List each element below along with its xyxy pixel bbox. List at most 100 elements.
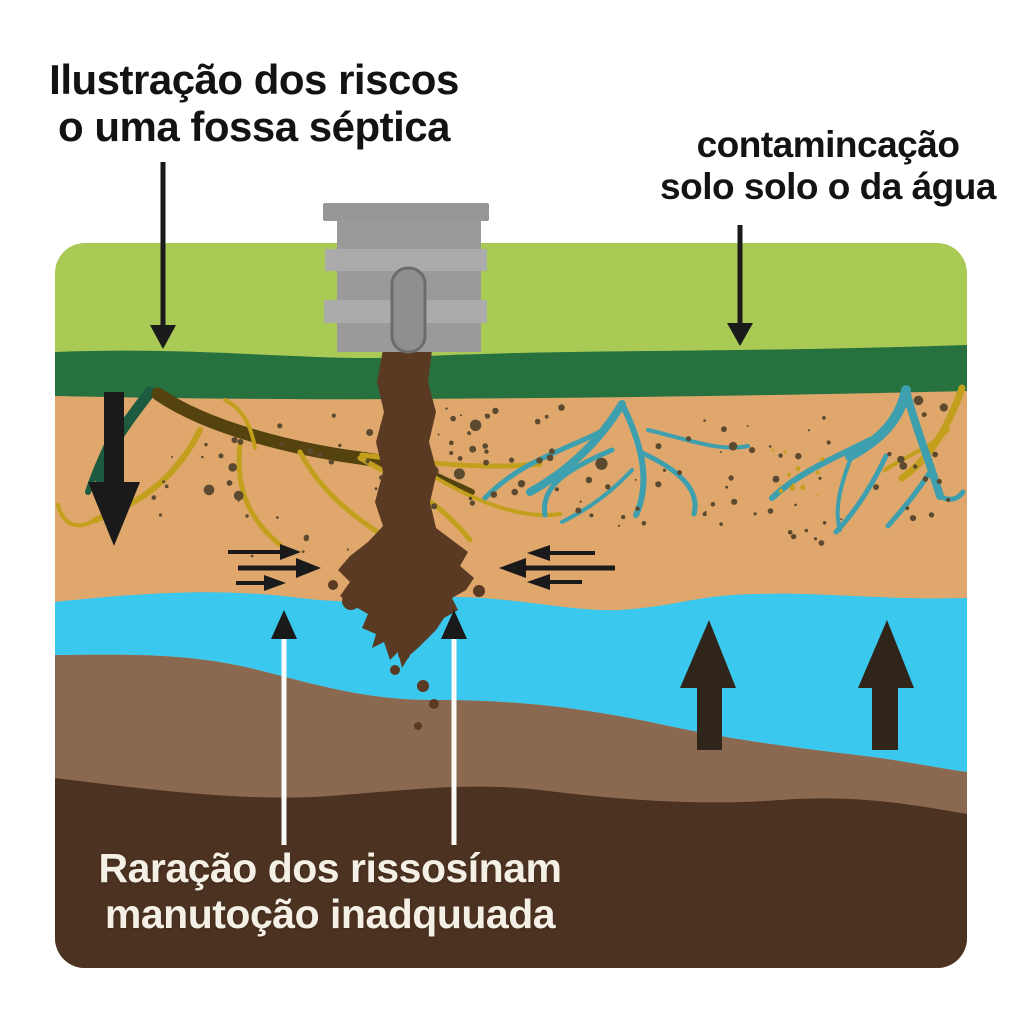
bottom-caption: Raração dos rissosínam manutoção inadquu… [58,845,602,938]
speckle-dot [468,496,473,501]
speckle-dot [468,432,472,436]
speckle-dot [204,442,208,447]
speckle-dot [621,514,626,520]
speckle-dot [804,528,809,533]
speckle-dot [662,468,667,472]
speckle-dot [677,470,682,476]
speckle-dot [544,414,549,419]
bottom-caption-line2: manutoção inadquuada [104,890,556,937]
contamination-label-line2: solo solo o da água [660,166,996,208]
speckle-dot [328,459,335,465]
speckle-dot [277,423,283,429]
speckle-dot [237,439,244,445]
speckle-dot [813,537,818,541]
speckle-dot [818,476,822,480]
speckle-dot [748,447,756,454]
speckle-dot [201,455,204,459]
speckle-dot [710,502,716,507]
contamination-label-line1: contamincação [696,124,960,165]
speckle-dot [151,495,157,500]
title-pointer-arrow [150,162,176,349]
flow-right-arrows [228,544,321,591]
bottom-caption-line1: Raração dos rissosínam [98,845,562,891]
speckle-dot [365,459,370,464]
speckle-dot [460,414,462,417]
speckle-dot [795,453,802,460]
speckle-dot [280,441,285,446]
speckle-dot [605,484,611,490]
speckle-dot [826,440,831,445]
speckle-dot [768,445,772,448]
speckle-dot [913,395,924,406]
speckle-dot [932,451,938,458]
speckle-dot [245,514,249,518]
label-pointer-arrow [727,225,753,346]
speckle-dot [818,540,825,546]
plume-droplets [390,648,439,730]
contamination-plume [328,350,485,730]
speckle-dot [939,403,948,412]
speckle-dot [534,418,541,425]
speckle-dot [641,521,647,526]
speckle-dot [536,457,543,464]
speckle-dot [905,506,910,511]
speckle-dot [767,508,774,514]
speckle-dot [374,487,378,491]
speckle-dot [899,462,908,470]
speckle-dot [250,554,254,558]
speckle-dot [800,484,806,490]
speckle-dot [897,455,905,464]
speckle-dot [484,413,487,416]
septic-tank [323,203,489,354]
speckle-dot [164,484,169,489]
speckle-dot [721,426,727,433]
speckle-dot [936,478,942,485]
speckle-dot [449,451,454,455]
speckle-dot [445,407,448,410]
speckle-dot [317,452,322,458]
speckle-dot [331,413,336,418]
grass-layer [55,345,967,400]
speckle-dot [822,521,827,525]
speckle-dot [655,443,662,450]
diagram-title: Ilustração dos riscos o uma fossa séptic… [28,56,480,151]
speckle-dot [794,503,797,507]
speckle-dot [469,419,482,431]
speckle-dot [795,466,801,471]
speckle-dot [303,534,310,540]
speckle-dot [728,441,738,451]
speckle-dot [913,464,918,469]
speckle-dot [887,451,892,457]
speckle-dot [909,515,917,522]
speckle-dot [746,425,749,427]
speckle-dot [589,513,594,518]
speckle-dot [922,476,929,482]
roots-middle-teal [482,400,750,524]
speckle-dot [546,454,554,462]
speckle-dot [579,500,582,503]
speckle-dot [483,459,489,466]
speckle-dot [725,485,729,489]
speckle-dot [702,511,707,517]
speckle-dot [431,503,438,510]
speckle-dot [338,443,342,448]
speckle-dot [946,498,951,502]
speckle-dot [787,472,791,477]
speckle-dot [517,480,526,488]
speckle-dot [731,498,738,505]
speckle-dot [928,512,935,518]
speckle-dot [171,456,173,458]
speckle-dot [490,491,498,498]
speckle-dot [719,450,722,453]
diagram-title-line1: Ilustração dos riscos [49,56,459,103]
speckle-dot [634,478,637,481]
speckle-dot [921,412,927,418]
speckle-dot [789,485,796,491]
speckle-dot [448,440,454,446]
speckle-dot [366,429,374,436]
speckle-dot [575,507,582,514]
speckle-dot [228,463,237,472]
speckle-dot [346,548,349,551]
speckle-dot [492,407,499,415]
speckle-dot [307,448,314,455]
